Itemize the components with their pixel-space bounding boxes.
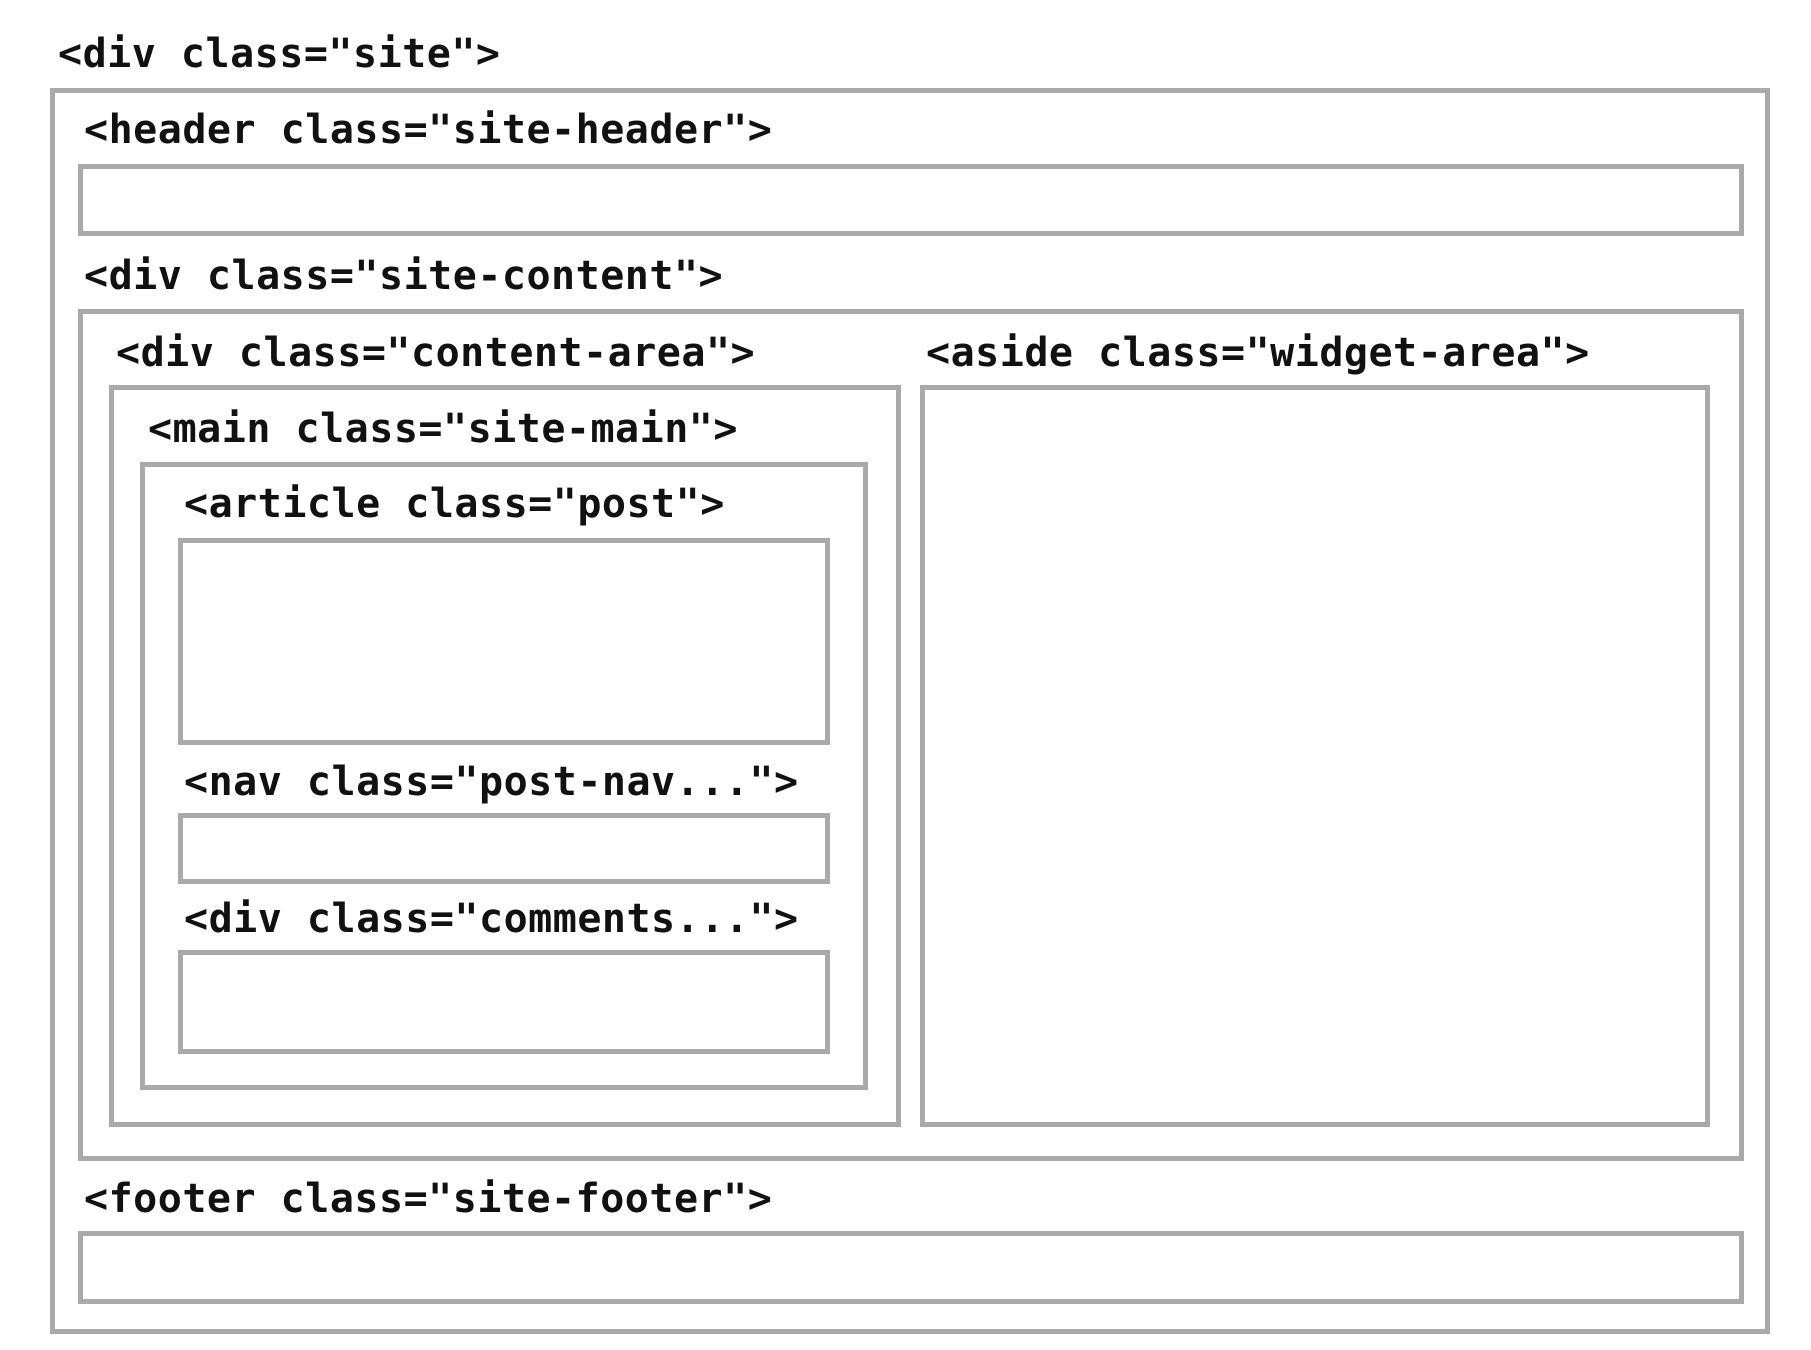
site-footer-label: <footer class="site-footer"> [84, 1176, 773, 1222]
site-content-box [78, 309, 1744, 1161]
site-content-label: <div class="site-content"> [84, 253, 724, 299]
site-main-label: <main class="site-main"> [148, 406, 738, 452]
post-label: <article class="post"> [184, 481, 725, 527]
site-box [50, 88, 1770, 1334]
post-nav-label: <nav class="post-nav..."> [184, 759, 799, 805]
site-header-box [78, 164, 1744, 236]
post-box [178, 538, 830, 745]
comments-box [178, 950, 830, 1054]
widget-area-label: <aside class="widget-area"> [926, 330, 1590, 376]
comments-label: <div class="comments..."> [184, 896, 799, 942]
post-nav-box [178, 813, 830, 884]
content-area-label: <div class="content-area"> [116, 330, 756, 376]
site-label: <div class="site"> [58, 31, 501, 77]
site-main-box [140, 462, 868, 1090]
site-footer-box [78, 1231, 1744, 1304]
widget-area-box [920, 385, 1710, 1127]
content-area-box [109, 385, 901, 1127]
site-header-label: <header class="site-header"> [84, 107, 773, 153]
